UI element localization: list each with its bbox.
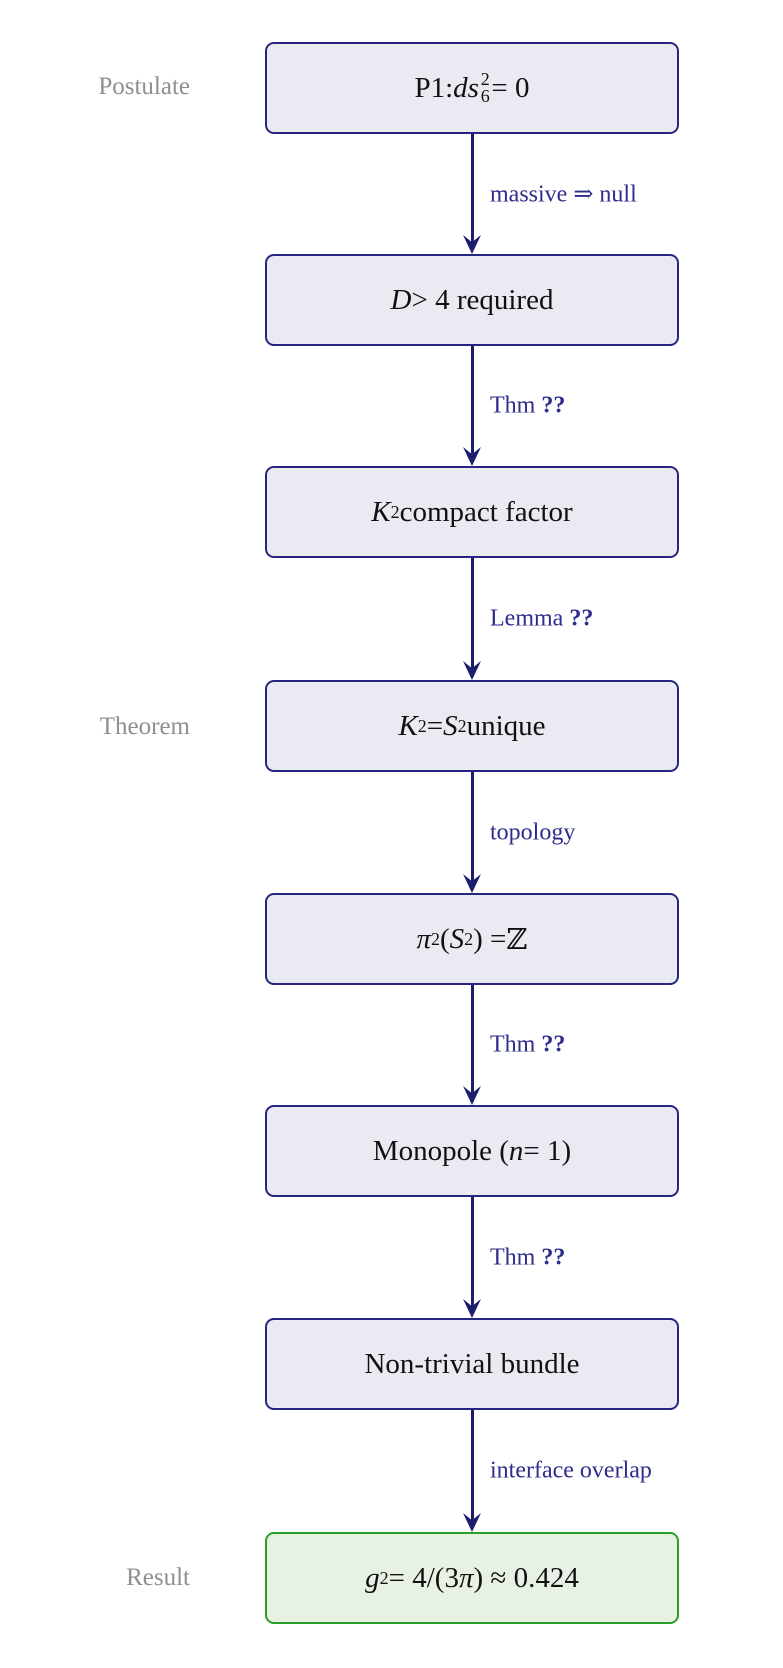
edge-monopole-to-bundle: Thm ??: [460, 1197, 565, 1318]
node-nontrivial-bundle: Non-trivial bundle: [265, 1318, 679, 1410]
edge-d4-to-k2: Thm ??: [460, 346, 565, 466]
edge-label: topology: [490, 819, 576, 845]
arrow-line: [470, 985, 474, 1094]
edge-label: Lemma ??: [490, 605, 594, 632]
edge-label: Thm ??: [490, 1244, 566, 1270]
edge-pi2-to-monopole: Thm ??: [460, 985, 565, 1105]
arrow-line: [470, 346, 474, 455]
arrow-line: [470, 558, 474, 669]
edge-label: interface overlap: [490, 1457, 652, 1484]
side-label-result: Result: [126, 1564, 190, 1591]
arrow-line: [470, 134, 474, 243]
edge-label: Thm ??: [490, 1031, 566, 1058]
edge-k2-to-s2: Lemma ??: [460, 558, 593, 680]
arrow-line: [470, 772, 474, 882]
edge-s2-to-pi2: topology: [460, 772, 575, 893]
side-label-theorem: Theorem: [99, 713, 190, 740]
side-label-postulate: Postulate: [98, 73, 190, 100]
node-monopole: Monopole (n = 1): [265, 1105, 679, 1197]
arrow-line: [470, 1410, 474, 1521]
node-d-greater-4: D > 4 required: [265, 254, 679, 346]
edge-label: massive ⇒ null: [490, 181, 637, 208]
edge-label: Thm ??: [490, 392, 566, 419]
arrow-line: [470, 1197, 474, 1307]
edge-p1-to-d4: massive ⇒ null: [460, 134, 637, 254]
edge-bundle-to-result: interface overlap: [460, 1410, 652, 1532]
